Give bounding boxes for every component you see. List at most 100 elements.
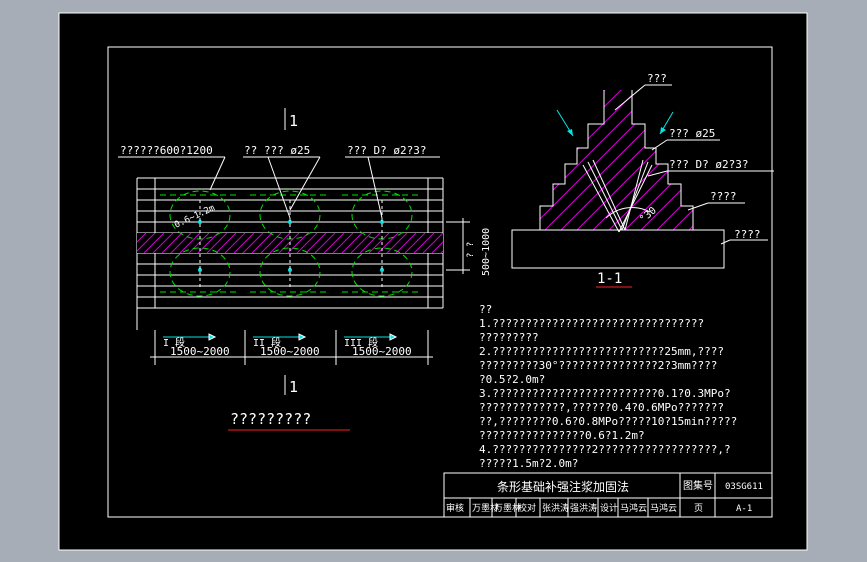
hatch-line xyxy=(161,233,183,253)
title-block-atlas-label: 图集号 xyxy=(683,479,713,492)
hatch-line xyxy=(368,233,390,253)
hatch-line xyxy=(224,233,246,253)
hatch-line xyxy=(305,233,327,253)
hatch-line xyxy=(635,90,693,230)
hatch-line xyxy=(143,233,165,253)
hatch-line xyxy=(332,233,354,253)
section-mark-bottom: 1 xyxy=(289,378,298,396)
sign-cell: 万墨林 xyxy=(494,502,521,514)
right-dimension xyxy=(446,218,470,274)
hatch-line xyxy=(287,233,309,253)
segment-2-dim: 1500~2000 xyxy=(260,345,320,358)
hatch-line xyxy=(359,233,381,253)
sign-cell: 马鸿云 xyxy=(620,502,647,514)
label-hole-diameter: ?? ??? ø25 xyxy=(244,144,310,157)
hatch-line xyxy=(278,233,300,253)
section-mark-top: 1 xyxy=(289,112,298,130)
hatch-line xyxy=(269,233,291,253)
title-block-page-label: 页 xyxy=(694,503,703,514)
sign-cell: 设计 xyxy=(600,502,618,514)
sign-cell: 张洪涛 xyxy=(542,502,569,514)
section-pipes xyxy=(582,159,653,233)
right-dim-value: 500~1000 xyxy=(481,228,492,276)
drawing-area xyxy=(58,12,808,551)
hatch-line xyxy=(323,233,345,253)
hatch-line xyxy=(233,233,255,253)
hatch-line xyxy=(651,90,693,230)
hatch-line xyxy=(350,233,372,253)
segment-1-name: I 段 xyxy=(163,336,185,349)
hatch-line xyxy=(431,241,443,253)
note-line: ????????? xyxy=(479,331,539,344)
note-line: ??,????????0.6?0.8MPo?????10?15min????? xyxy=(479,415,737,428)
hatch-line xyxy=(314,233,336,253)
hatch-line xyxy=(188,233,210,253)
plan-caption: ????????? xyxy=(230,410,311,428)
note-line: 1.???????????????????????????????? xyxy=(479,317,704,330)
drawing-border xyxy=(107,46,773,518)
note-line: ?????1.5m?2.0m? xyxy=(479,457,578,470)
hatch-line xyxy=(386,233,408,253)
hatch-line xyxy=(215,233,237,253)
section-label-pipe: ??? D? ø2?3? xyxy=(669,158,748,171)
hatch-line xyxy=(413,233,435,253)
hatch-line xyxy=(422,233,443,253)
label-grout-range: ??????600?1200 xyxy=(120,144,213,157)
hatch-line xyxy=(152,233,174,253)
hatch-line xyxy=(377,233,399,253)
plan-grout-band xyxy=(137,233,443,253)
grout-circles xyxy=(160,190,422,297)
label-pipe-diameter: ??? D? ø2?3? xyxy=(347,144,426,157)
notes-block: ?? 1.???????????????????????????????? ??… xyxy=(479,303,737,470)
section-caption: 1-1 xyxy=(597,271,622,287)
segment-3-dim: 1500~2000 xyxy=(352,345,412,358)
section-outline xyxy=(539,90,605,230)
note-line: ?? xyxy=(479,303,492,316)
section-outline-right xyxy=(631,90,694,230)
title-block xyxy=(443,472,773,518)
section-label-hole: ??? ø25 xyxy=(669,127,715,140)
segment-dimension xyxy=(150,330,433,365)
title-block-signatures: 审核 万墨林 万墨林 校对 张洪涛 强洪涛 设计 马鸿云 马鸿云 xyxy=(446,502,677,514)
hatch-line xyxy=(137,233,147,243)
note-line: 3.?????????????????????????0.1?0.3MPo? xyxy=(479,387,731,400)
hatch-line xyxy=(179,233,201,253)
segment-3-name: III 段 xyxy=(344,336,378,349)
note-line: ?????????30°???????????????2?3mm???? xyxy=(479,359,717,372)
sign-cell: 强洪涛 xyxy=(570,502,597,514)
sign-cell: 马鸿云 xyxy=(650,502,677,514)
note-line: ?0.5?2.0m? xyxy=(479,373,545,386)
section-label-side: ???? xyxy=(710,190,737,203)
note-line: 2.??????????????????????????25mm,???? xyxy=(479,345,724,358)
hatch-line xyxy=(251,233,273,253)
note-line: 4.???????????????2??????????????????,? xyxy=(479,443,731,456)
hatch-line xyxy=(296,233,318,253)
section-leaders xyxy=(605,84,774,245)
title-block-atlas-no: 03SG611 xyxy=(725,482,763,492)
segment-1-dim: 1500~2000 xyxy=(170,345,230,358)
hatch-line xyxy=(341,233,363,253)
plan-leaders xyxy=(118,108,440,395)
hatch-line xyxy=(260,233,282,253)
title-block-title: 条形基础补强注浆加固法 xyxy=(497,479,629,494)
title-block-page-no: A-1 xyxy=(736,504,752,514)
hatch-line xyxy=(571,90,693,230)
sign-cell: 审核 xyxy=(446,502,464,514)
hatch-line xyxy=(197,233,219,253)
note-line: ?????????????,??????0.4?0.6MPo??????? xyxy=(479,401,724,414)
hatch-line xyxy=(170,233,192,253)
hatch-line xyxy=(395,233,417,253)
hatch-line xyxy=(206,233,228,253)
section-label-base: ???? xyxy=(734,228,761,241)
hatch-line xyxy=(242,233,264,253)
hatch-line xyxy=(404,233,426,253)
note-line: ????????????????0.6?1.2m? xyxy=(479,429,645,442)
section-label-top: ??? xyxy=(647,72,667,85)
right-dim-label: ? ? xyxy=(466,242,476,258)
sign-cell: 校对 xyxy=(518,502,536,514)
segment-2-name: II 段 xyxy=(253,336,281,349)
grout-holes xyxy=(198,200,384,290)
hatch-line xyxy=(137,233,156,252)
sign-cell: 万墨林 xyxy=(472,502,499,514)
